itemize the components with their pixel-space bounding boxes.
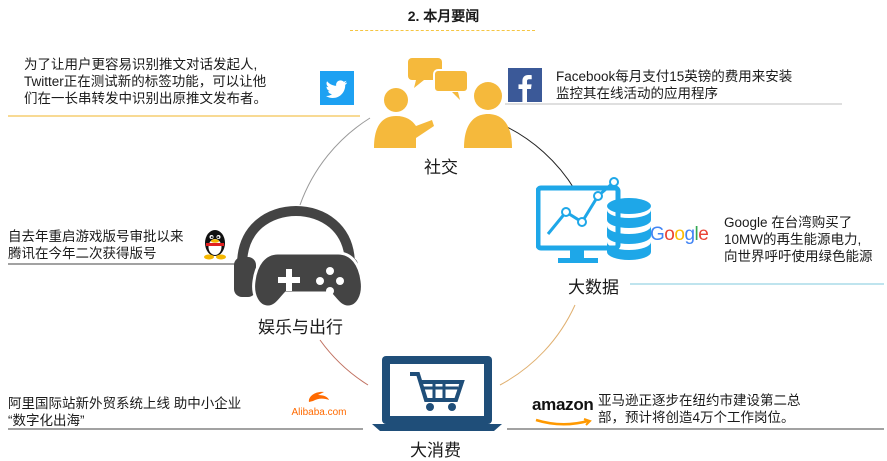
title-underline — [350, 30, 535, 31]
laptop-cart-icon — [372, 356, 502, 431]
news-alibaba: 阿里国际站新外贸系统上线 助中小企业 “数字化出海” — [8, 396, 242, 428]
alibaba-symbol-icon — [308, 391, 329, 402]
hub-label-bigdata: 大数据 — [568, 278, 619, 297]
news-facebook: Facebook每月支付15英镑的费用来安装 监控其在线活动的应用程序 — [556, 69, 793, 101]
arc-consumption-entertainment — [319, 339, 369, 386]
news-amazon: 亚马逊正逐步在纽约市建设第二总 部，预计将创造4万个工作岗位。 — [598, 393, 801, 425]
arc-bigdata-consumption — [499, 304, 576, 386]
hub-label-social: 社交 — [424, 158, 458, 177]
headset-gamepad-icon — [234, 205, 364, 309]
news-tencent: 自去年重启游戏版号审批以来 腾讯在今年二次获得版号 — [8, 229, 184, 261]
arc-social-bigdata — [502, 124, 576, 191]
facebook-f-icon — [508, 68, 542, 102]
amazon-logo-text: amazon — [532, 395, 594, 414]
alibaba-logo: Alibaba.com — [284, 388, 354, 418]
hub-label-entertainment: 娱乐与出行 — [258, 318, 343, 337]
twitter-bird-icon — [320, 71, 354, 105]
amazon-logo: amazon — [532, 395, 596, 433]
amazon-smile-icon — [535, 418, 592, 426]
monitor-database-icon — [536, 177, 651, 263]
hub-label-consumption: 大消费 — [410, 441, 461, 460]
google-logo-text: Google — [650, 224, 709, 245]
section-title: 2. 本月要闻 — [407, 8, 480, 24]
news-twitter: 为了让用户更容易识别推文对话发起人, Twitter正在测试新的标签功能，可以让… — [24, 57, 267, 106]
qq-penguin-icon — [204, 230, 226, 260]
people-chat-icon — [374, 58, 512, 148]
news-google: Google 在台湾购买了 10MW的再生能源电力, 向世界呼吁使用绿色能源 — [724, 215, 873, 264]
arc-entertainment-social — [299, 117, 371, 206]
google-logo: Google — [650, 224, 709, 246]
alibaba-logo-text: Alibaba.com — [291, 407, 347, 418]
